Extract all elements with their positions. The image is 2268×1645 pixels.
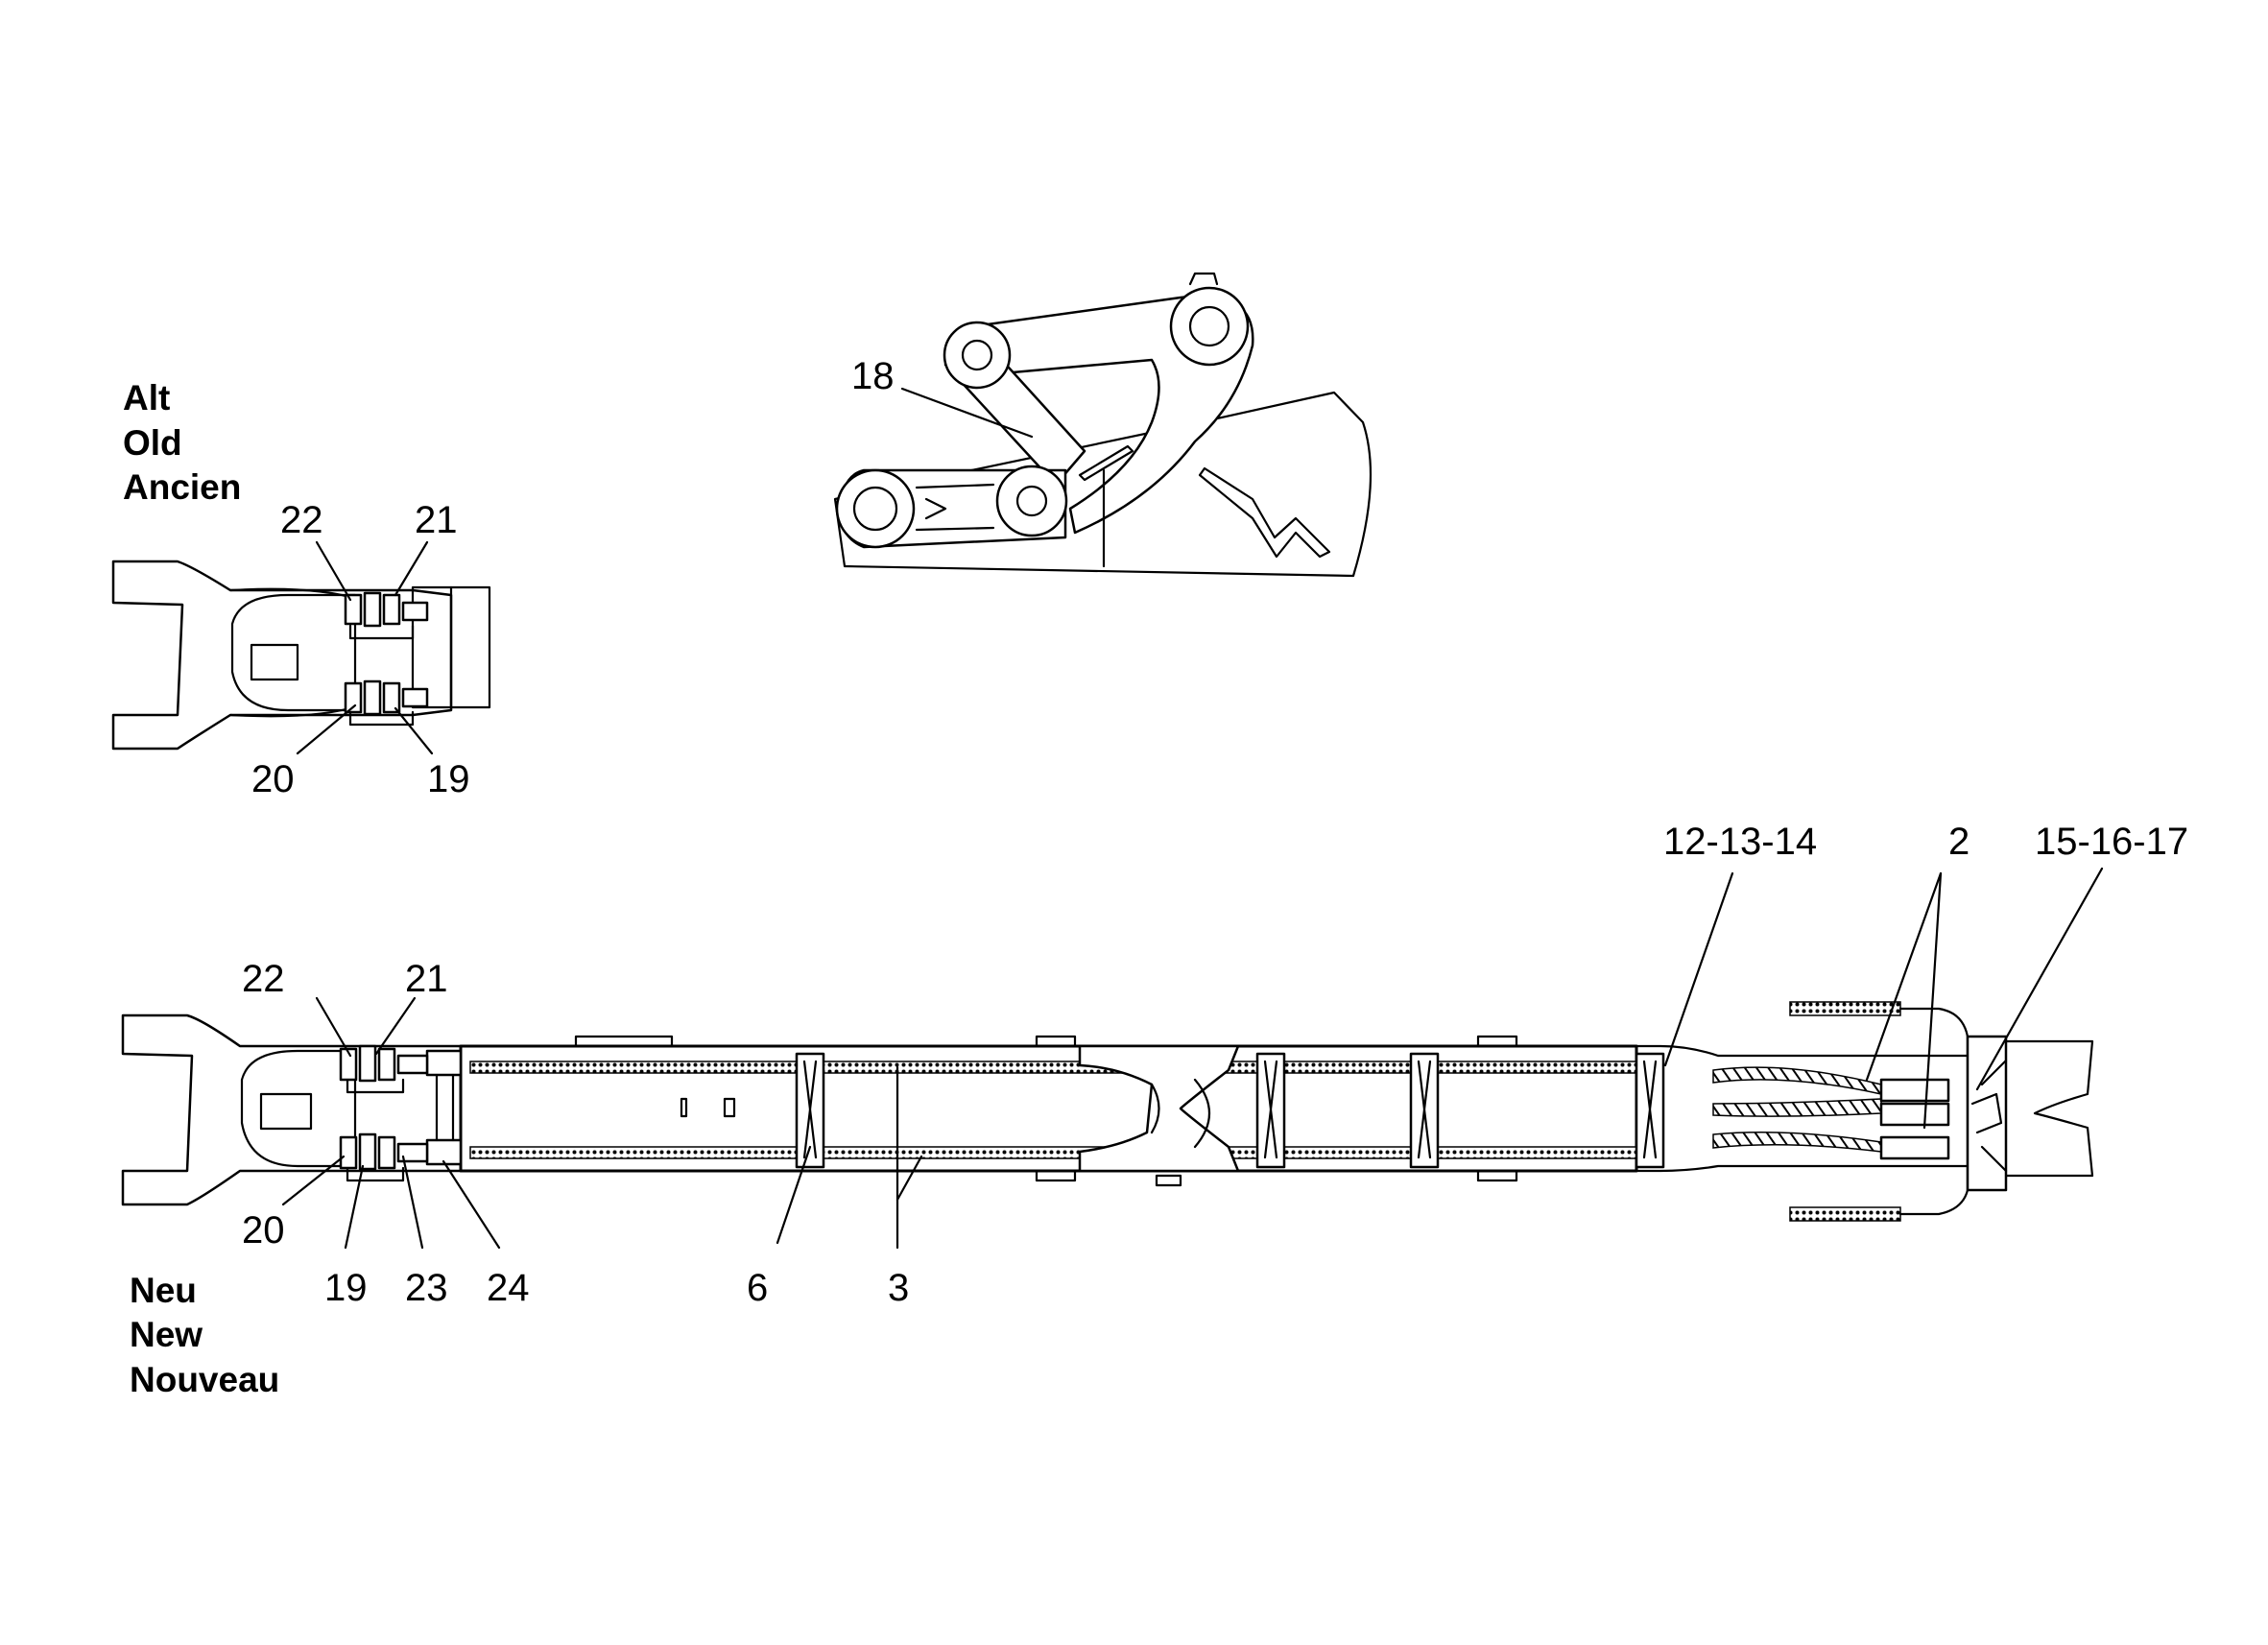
callout-new-22: 22 <box>242 958 285 1000</box>
callout-leader-new-2a <box>1865 871 1943 1082</box>
callout-leader-new-15-16-17 <box>1975 867 2104 1091</box>
callout-leader-new-21 <box>374 996 417 1056</box>
callout-new-2: 2 <box>1948 821 1970 863</box>
callout-18: 18 <box>851 355 895 397</box>
callout-new-23: 23 <box>405 1267 448 1309</box>
hose-lower <box>469 1146 1661 1159</box>
callout-leader-new-2b <box>1922 871 1943 1130</box>
callout-leader-old-20 <box>296 703 357 755</box>
callout-leader-new-6 <box>776 1145 812 1245</box>
callout-leader-new-24 <box>442 1159 501 1250</box>
caption-old-en: Old <box>123 423 182 463</box>
callout-leader-new-22 <box>315 996 352 1058</box>
callout-leader-old-21 <box>394 540 429 597</box>
caption-old-de: Alt <box>123 378 170 417</box>
caption-new-en: New <box>130 1315 203 1354</box>
callout-new-12-13-14: 12-13-14 <box>1663 821 1817 863</box>
callout-old-22: 22 <box>280 499 323 541</box>
callout-leader-old-22 <box>315 540 352 602</box>
callout-new-19: 19 <box>324 1267 368 1309</box>
linkage-assembly: 18 <box>833 272 1373 578</box>
callout-old-20: 20 <box>251 758 295 800</box>
old-version-view: Alt Old Ancien 22 21 20 19 <box>111 378 491 800</box>
hose-return-bottom <box>1789 1206 1901 1222</box>
callout-new-24: 24 <box>487 1267 530 1309</box>
new-version-view: 22 21 20 19 23 24 6 3 12-13-14 2 15-16-1… <box>121 821 2188 1399</box>
caption-new-de: Neu <box>130 1271 197 1310</box>
spacer-brackets <box>795 1052 1665 1169</box>
callout-leader-new-20 <box>281 1155 346 1206</box>
caption-new-fr: Nouveau <box>130 1360 279 1399</box>
callout-leader-new-19 <box>344 1164 365 1250</box>
callout-old-19: 19 <box>427 758 470 800</box>
callout-leader-new-23 <box>401 1155 424 1250</box>
callout-new-20: 20 <box>242 1209 285 1252</box>
callout-leader-new-12-13-14 <box>1663 871 1734 1067</box>
callout-new-15-16-17: 15-16-17 <box>2035 821 2188 863</box>
hose-upper <box>469 1061 1661 1074</box>
callout-new-21: 21 <box>405 958 448 1000</box>
callout-new-6: 6 <box>747 1267 768 1309</box>
hose-return-top <box>1789 1001 1901 1016</box>
callout-leader-18 <box>900 387 1034 439</box>
caption-old-fr: Ancien <box>123 467 241 507</box>
callout-leader-old-19 <box>394 706 434 755</box>
callout-new-3: 3 <box>888 1267 909 1309</box>
callout-old-21: 21 <box>415 499 458 541</box>
